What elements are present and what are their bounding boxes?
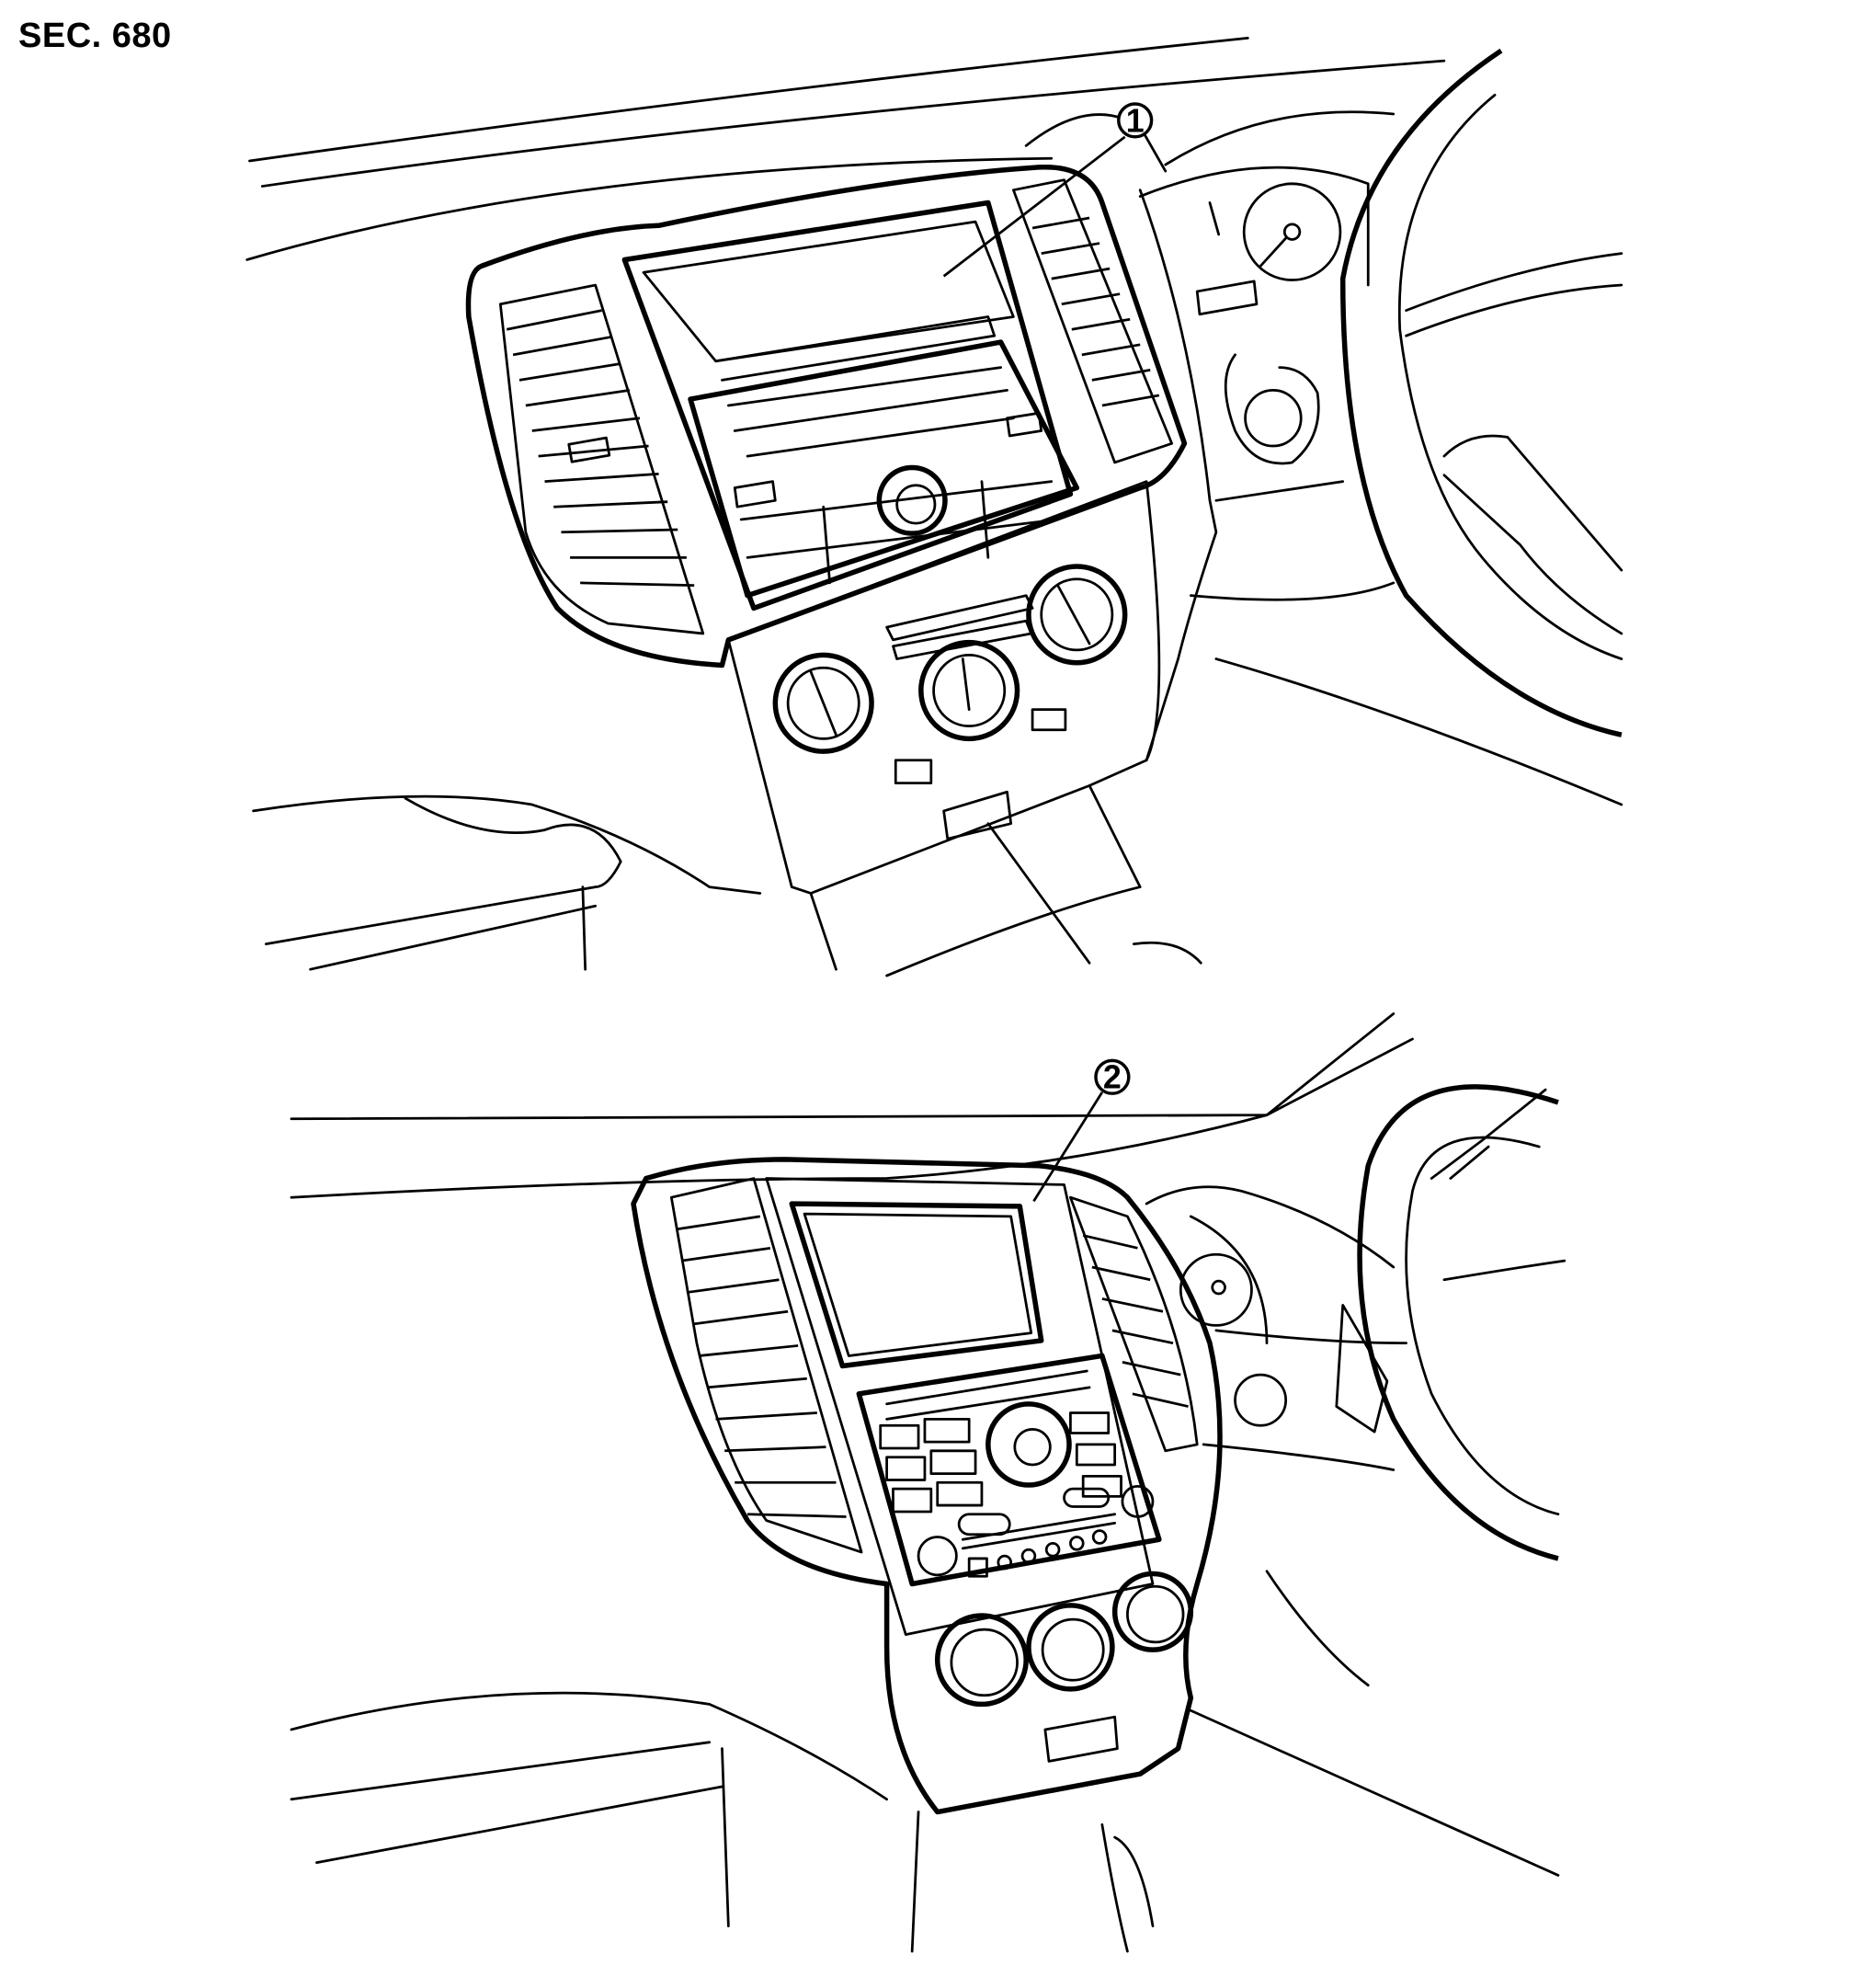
callout-1-circle [1117, 102, 1154, 139]
section-title: SEC. 680 [18, 17, 172, 55]
callout-1-label: 1 [1126, 102, 1145, 139]
dashboard-illustration-top: 1 [245, 36, 1623, 977]
callout-2-label: 2 [1103, 1059, 1122, 1096]
dashboard-illustration-bottom: 2 [290, 1012, 1566, 1953]
callout-2-circle [1094, 1058, 1131, 1095]
